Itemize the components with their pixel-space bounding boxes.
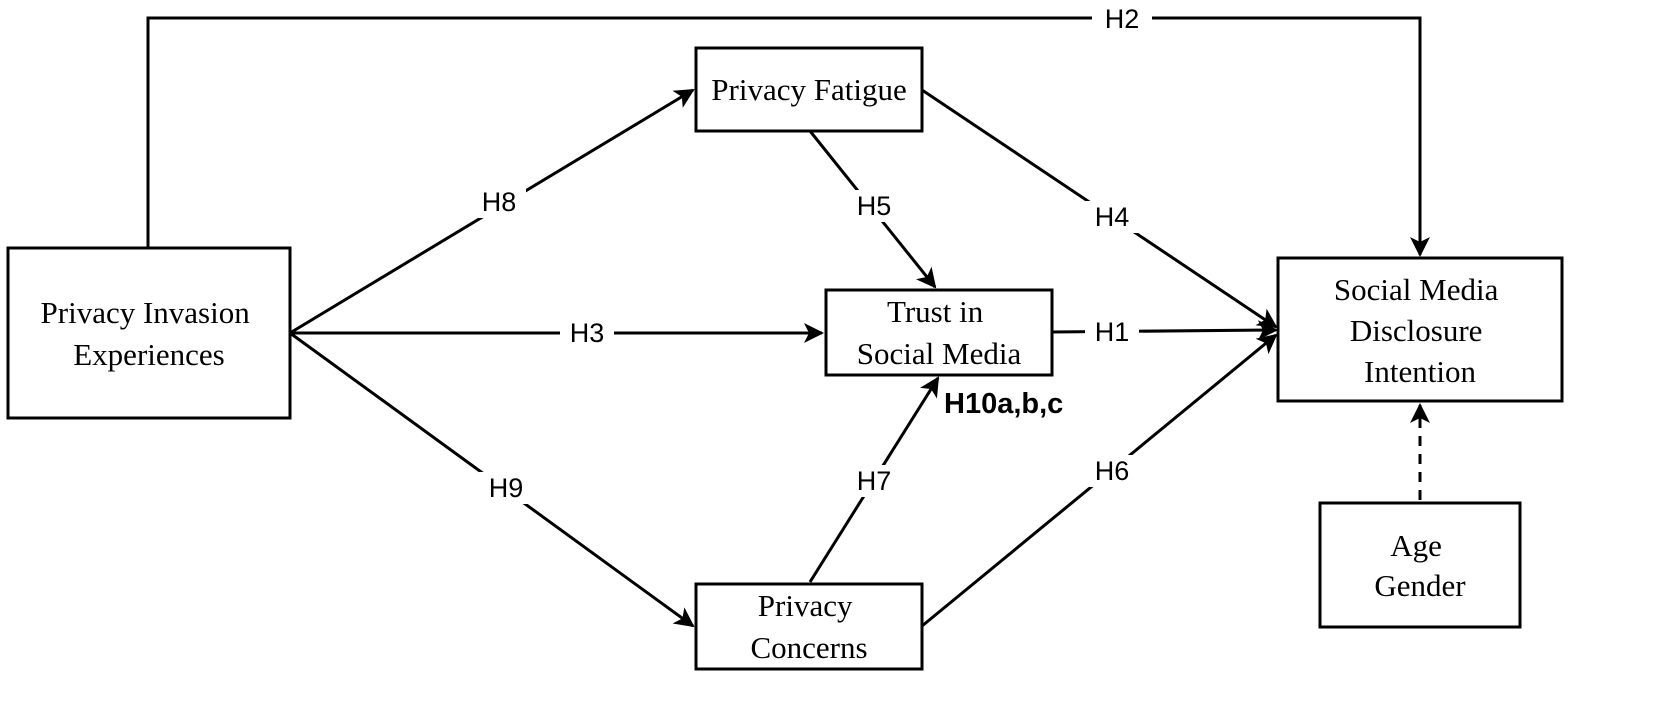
svg-text:Privacy Fatigue: Privacy Fatigue bbox=[711, 72, 906, 107]
node-label-line: Privacy Fatigue bbox=[711, 72, 906, 107]
svg-text:Age Gender: Age Gender bbox=[1374, 528, 1466, 603]
edge-h3: H3 bbox=[290, 317, 824, 349]
edge-h7: H7 bbox=[808, 376, 940, 583]
edge-label-h2: H2 bbox=[1105, 4, 1140, 34]
node-label-line: Trust in bbox=[887, 294, 984, 329]
svg-text:Privacy Concerns: Privacy Concerns bbox=[750, 588, 867, 665]
edge-label-h7: H7 bbox=[857, 466, 892, 496]
edge-label-h1: H1 bbox=[1095, 317, 1130, 347]
node-label-line: Gender bbox=[1374, 568, 1466, 603]
edge-h2: H2 bbox=[146, 3, 1430, 257]
edge-h6: H6 bbox=[921, 333, 1278, 628]
node-label-line: Disclosure bbox=[1350, 313, 1483, 348]
node-privacy-concerns: Privacy Concerns bbox=[694, 582, 924, 671]
edge-h4: H4 bbox=[921, 88, 1278, 329]
edge-h9: H9 bbox=[289, 331, 695, 628]
node-control-variables: Age Gender bbox=[1318, 501, 1522, 629]
node-label-line: Social Media bbox=[1334, 272, 1499, 307]
node-label-line: Intention bbox=[1364, 354, 1476, 389]
node-privacy-fatigue: Privacy Fatigue bbox=[694, 46, 924, 133]
edge-label-h6: H6 bbox=[1095, 456, 1130, 486]
node-label-line: Social Media bbox=[857, 336, 1022, 371]
edge-label-h3: H3 bbox=[570, 318, 605, 348]
node-label-line: Privacy bbox=[758, 588, 853, 623]
edge-h5: H5 bbox=[808, 130, 937, 289]
edge-h8: H8 bbox=[289, 88, 695, 335]
mediation-hypothesis-label: H10a,b,c bbox=[944, 388, 1063, 420]
node-privacy-invasion-experiences: Privacy Invasion Experiences bbox=[6, 246, 292, 420]
svg-text:Privacy Invasion Experie: Privacy Invasion Experiences bbox=[41, 295, 258, 372]
edge-label-h5: H5 bbox=[857, 191, 892, 221]
node-label-line: Age bbox=[1390, 528, 1442, 563]
svg-text:Trust in Social Media: Trust in Social Media bbox=[857, 294, 1022, 371]
edge-label-h8: H8 bbox=[482, 187, 517, 217]
node-label-line: Experiences bbox=[73, 337, 224, 372]
node-label-line: Concerns bbox=[750, 630, 867, 665]
edge-label-h4: H4 bbox=[1095, 202, 1130, 232]
node-trust-in-social-media: Trust in Social Media bbox=[824, 288, 1054, 377]
svg-text:Social Media Disclosure: Social Media Disclosure Intention bbox=[1334, 272, 1506, 389]
node-label-line: Privacy Invasion bbox=[41, 295, 251, 330]
edge-label-h9: H9 bbox=[489, 473, 524, 503]
edge-h1: H1 bbox=[1051, 316, 1278, 348]
node-social-media-disclosure-intention: Social Media Disclosure Intention bbox=[1276, 256, 1564, 403]
